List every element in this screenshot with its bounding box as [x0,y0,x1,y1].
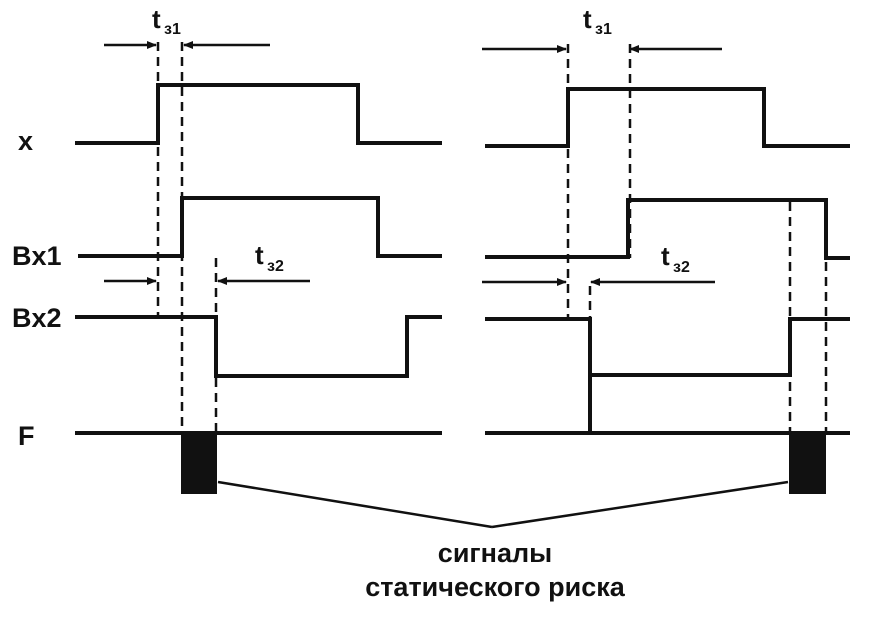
left-diagram: t з1 t з2 [75,4,442,494]
signal-label-bx1: Bx1 [12,241,62,271]
signal-label-x: x [18,126,33,156]
svg-text:з1: з1 [595,21,612,38]
svg-text:t: t [255,240,264,270]
left-waveform-bx2 [75,315,442,378]
right-waveform-x [485,87,850,148]
signal-label-bx2: Bx2 [12,303,62,333]
left-t32-label: t з2 [255,240,284,275]
svg-text:з1: з1 [164,21,181,38]
caption-pointer-left [217,480,493,529]
svg-text:t: t [661,241,670,271]
right-waveform-bx1 [485,198,850,260]
right-t32-label: t з2 [661,241,690,276]
left-hazard-pulse [181,434,217,494]
svg-text:з2: з2 [673,259,690,276]
left-t31-label: t з1 [152,4,181,38]
left-waveform-bx1 [78,196,442,258]
right-hazard-pulse [789,434,826,494]
svg-text:t: t [583,4,592,34]
right-diagram: t з1 t з2 [482,4,850,494]
right-t31-label: t з1 [583,4,612,38]
right-waveform-bx2 [485,317,850,377]
signal-label-f: F [18,421,35,451]
svg-text:з2: з2 [267,258,284,275]
svg-text:t: t [152,4,161,34]
caption-line-1: сигналы [438,538,552,568]
left-waveform-x [75,83,442,145]
caption-pointer-right [491,480,789,529]
caption-line-2: статического риска [365,572,626,602]
